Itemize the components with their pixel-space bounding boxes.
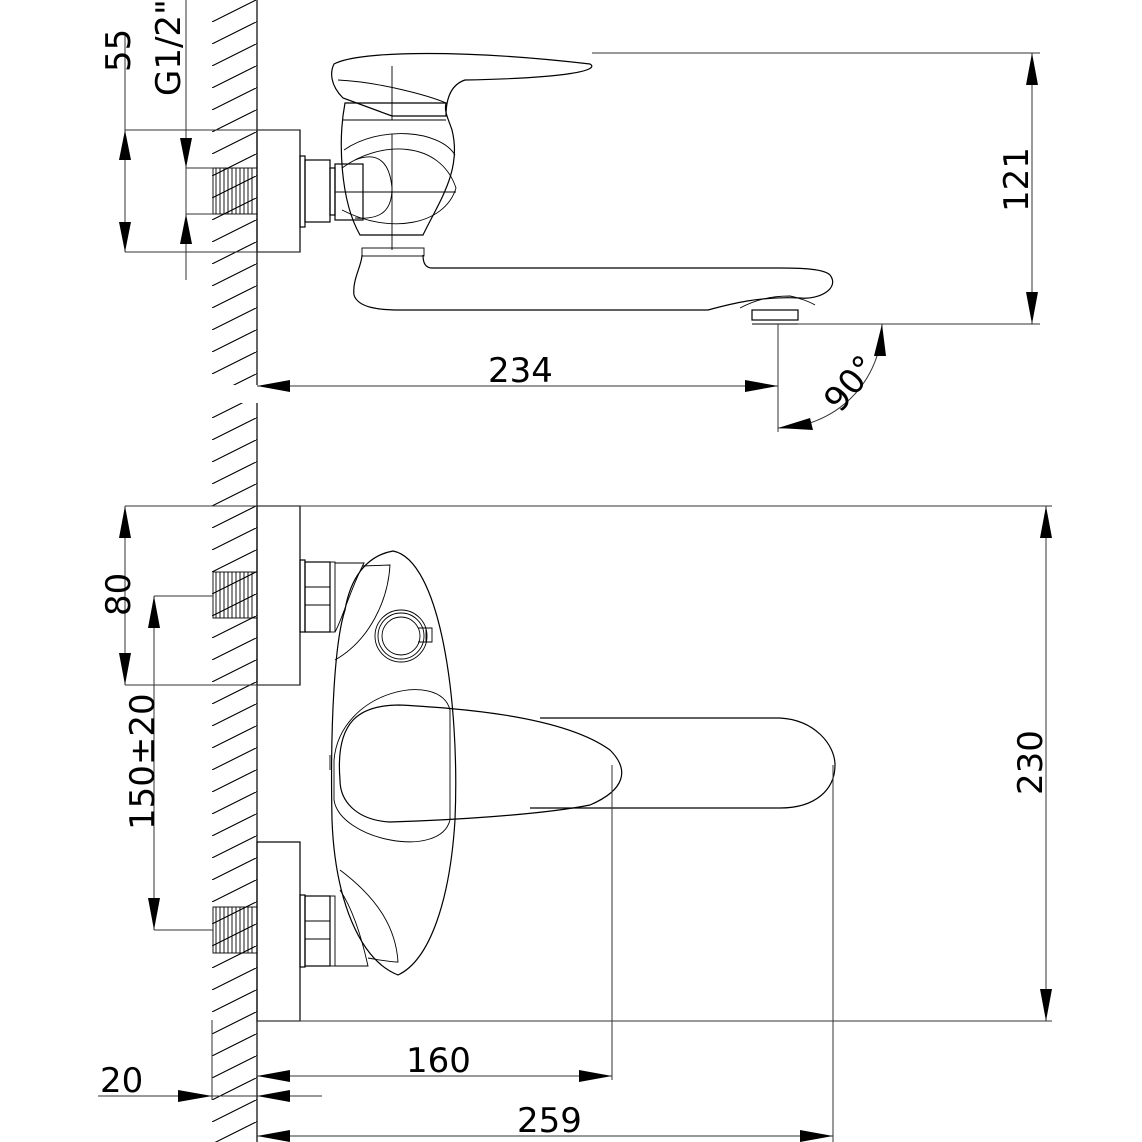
dim-angle-90: 90° <box>777 323 886 430</box>
dim-label-80: 80 <box>99 573 139 616</box>
dim-thread: G1/2" <box>149 0 213 280</box>
dim-label-90: 90° <box>816 348 885 420</box>
wall-section-top <box>212 0 258 385</box>
thread-icon <box>212 571 258 619</box>
dim-label-234: 234 <box>488 351 553 391</box>
dim-label-121: 121 <box>997 147 1037 212</box>
thread-icon <box>212 167 258 215</box>
wall-section-bottom <box>212 403 258 1142</box>
dim-234: 234 <box>257 324 779 432</box>
dim-label-55: 55 <box>99 29 139 72</box>
dim-160: 160 <box>257 1041 612 1082</box>
dim-label-150: 150±20 <box>123 693 163 830</box>
dim-20: 20 <box>98 1020 322 1102</box>
dim-label-230: 230 <box>1011 730 1051 795</box>
dim-label-259: 259 <box>517 1101 582 1141</box>
dim-55: 55 <box>99 29 300 253</box>
dim-230: 230 <box>257 506 1052 1022</box>
dim-121: 121 <box>592 52 1040 325</box>
dim-80: 80 <box>99 505 1052 686</box>
dim-label-160: 160 <box>406 1041 471 1081</box>
dim-label-20: 20 <box>100 1061 143 1101</box>
dim-label-thread: G1/2" <box>149 0 189 96</box>
dim-259: 259 <box>257 1101 833 1142</box>
side-view <box>212 52 834 325</box>
dim-150: 150±20 <box>123 595 213 931</box>
front-view <box>212 505 836 1142</box>
